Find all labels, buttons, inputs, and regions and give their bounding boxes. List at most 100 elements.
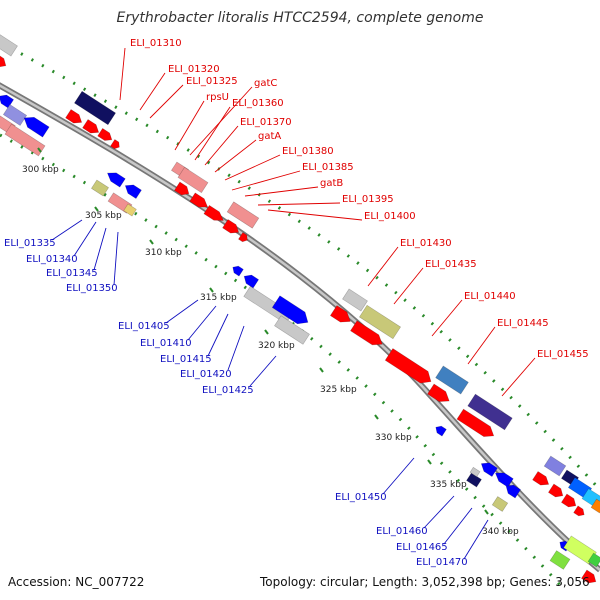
gene-label-reverse: ELI_01345 [46, 268, 98, 279]
gene-block-shape [73, 90, 117, 126]
gene-block [90, 179, 110, 197]
gene-arrow-shape [0, 53, 7, 68]
label-leader [139, 72, 166, 111]
tick-mark [374, 414, 379, 420]
label-leader [443, 507, 473, 545]
label-leader [423, 495, 455, 529]
label-leader [73, 221, 97, 257]
label-leader [93, 227, 107, 271]
label-leader [257, 202, 341, 206]
gene-block-shape [358, 304, 402, 340]
gene-arrow [329, 305, 351, 323]
tick-label: 300 kbp [22, 165, 59, 175]
gene-block-shape [90, 179, 110, 197]
gene-arrow [573, 505, 585, 517]
gene-label-reverse: ELI_01405 [118, 321, 170, 332]
gene-block-shape [549, 550, 571, 570]
gene-arrow-shape [82, 119, 100, 134]
gene-arrow-shape [97, 127, 113, 141]
label-leader [113, 231, 119, 286]
gene-block-shape [587, 552, 600, 568]
gene-label-reverse: ELI_01420 [180, 369, 232, 380]
gene-label-reverse: ELI_01415 [160, 354, 212, 365]
gene-arrow [580, 569, 597, 584]
gene-arrow-shape [329, 305, 351, 323]
tick-mark [427, 459, 432, 465]
tick-mark [319, 367, 324, 373]
gene-arrow-shape [203, 204, 224, 221]
gene-arrow [203, 204, 224, 221]
backbone-inner [0, 84, 600, 571]
gene-arrow-shape [65, 109, 83, 124]
gene-label-forward: ELI_01430 [400, 238, 452, 249]
gene-block [2, 104, 28, 126]
gene-arrow [435, 425, 447, 437]
map-title: Erythrobacter litoralis HTCC2594, comple… [116, 10, 484, 26]
gene-arrow [560, 493, 577, 508]
tick-mark [37, 147, 42, 153]
gene-label-reverse: ELI_01460 [376, 526, 428, 537]
gene-block [435, 365, 469, 395]
gene-arrow [23, 116, 50, 138]
gene-block-shape [4, 123, 46, 157]
gene-block-shape [2, 104, 28, 126]
gene-block [466, 472, 482, 488]
gene-arrow-shape [110, 139, 120, 150]
tick-mark [149, 239, 154, 245]
gene-label-reverse: ELI_01450 [335, 492, 387, 503]
label-leader [231, 170, 301, 191]
tick-mark [484, 509, 489, 515]
topology-label: Topology: circular; Length: 3,052,398 bp… [260, 575, 590, 589]
gene-arrow [456, 408, 495, 437]
gene-label-reverse: ELI_01465 [396, 542, 448, 553]
gene-block [73, 90, 117, 126]
gene-label-forward: ELI_01360 [232, 98, 284, 109]
gene-label-forward: rpsU [206, 92, 229, 103]
gene-block-shape [543, 455, 567, 477]
gene-arrow-shape [480, 462, 498, 477]
gene-label-forward: ELI_01325 [186, 76, 238, 87]
gene-arrow [110, 139, 120, 150]
dotted-track-inner [0, 133, 562, 586]
gene-label-forward: ELI_01310 [130, 38, 182, 49]
gene-label-forward: ELI_01370 [240, 117, 292, 128]
gene-arrow [505, 484, 522, 499]
tick-label: 330 kbp [375, 433, 412, 443]
gene-arrow [480, 462, 498, 477]
gene-label-forward: ELI_01445 [497, 318, 549, 329]
label-leader [467, 326, 496, 365]
gene-label-forward: ELI_01455 [537, 349, 589, 360]
label-leader [227, 325, 245, 371]
gene-block-shape [342, 288, 368, 312]
label-leader [51, 219, 83, 241]
gene-label-reverse: ELI_01350 [66, 283, 118, 294]
gene-arrow [97, 127, 113, 141]
label-leader [249, 355, 277, 387]
gene-label-forward: gatB [320, 178, 343, 189]
gene-block [4, 123, 46, 157]
gene-arrow [0, 53, 7, 68]
gene-block [543, 455, 567, 477]
gene-block [469, 466, 481, 478]
gene-arrow-shape [271, 295, 309, 325]
gene-block-shape [491, 496, 509, 512]
gene-block [177, 166, 209, 194]
gene-arrow-shape [173, 181, 190, 196]
label-leader [119, 47, 126, 101]
gene-block [563, 535, 597, 565]
gene-block [549, 550, 571, 570]
gene-block [0, 33, 18, 57]
gene-arrow [495, 472, 514, 488]
gene-arrow [427, 383, 450, 402]
gene-block [123, 203, 137, 217]
gene-arrow-shape [456, 408, 495, 437]
label-leader [207, 313, 229, 357]
label-leader [174, 100, 205, 151]
label-leader [382, 457, 415, 495]
gene-arrow-shape [243, 274, 260, 289]
gene-arrow-shape [232, 265, 244, 277]
label-leader [224, 154, 281, 181]
tick-mark [264, 329, 269, 335]
gene-arrow-shape [189, 192, 208, 208]
